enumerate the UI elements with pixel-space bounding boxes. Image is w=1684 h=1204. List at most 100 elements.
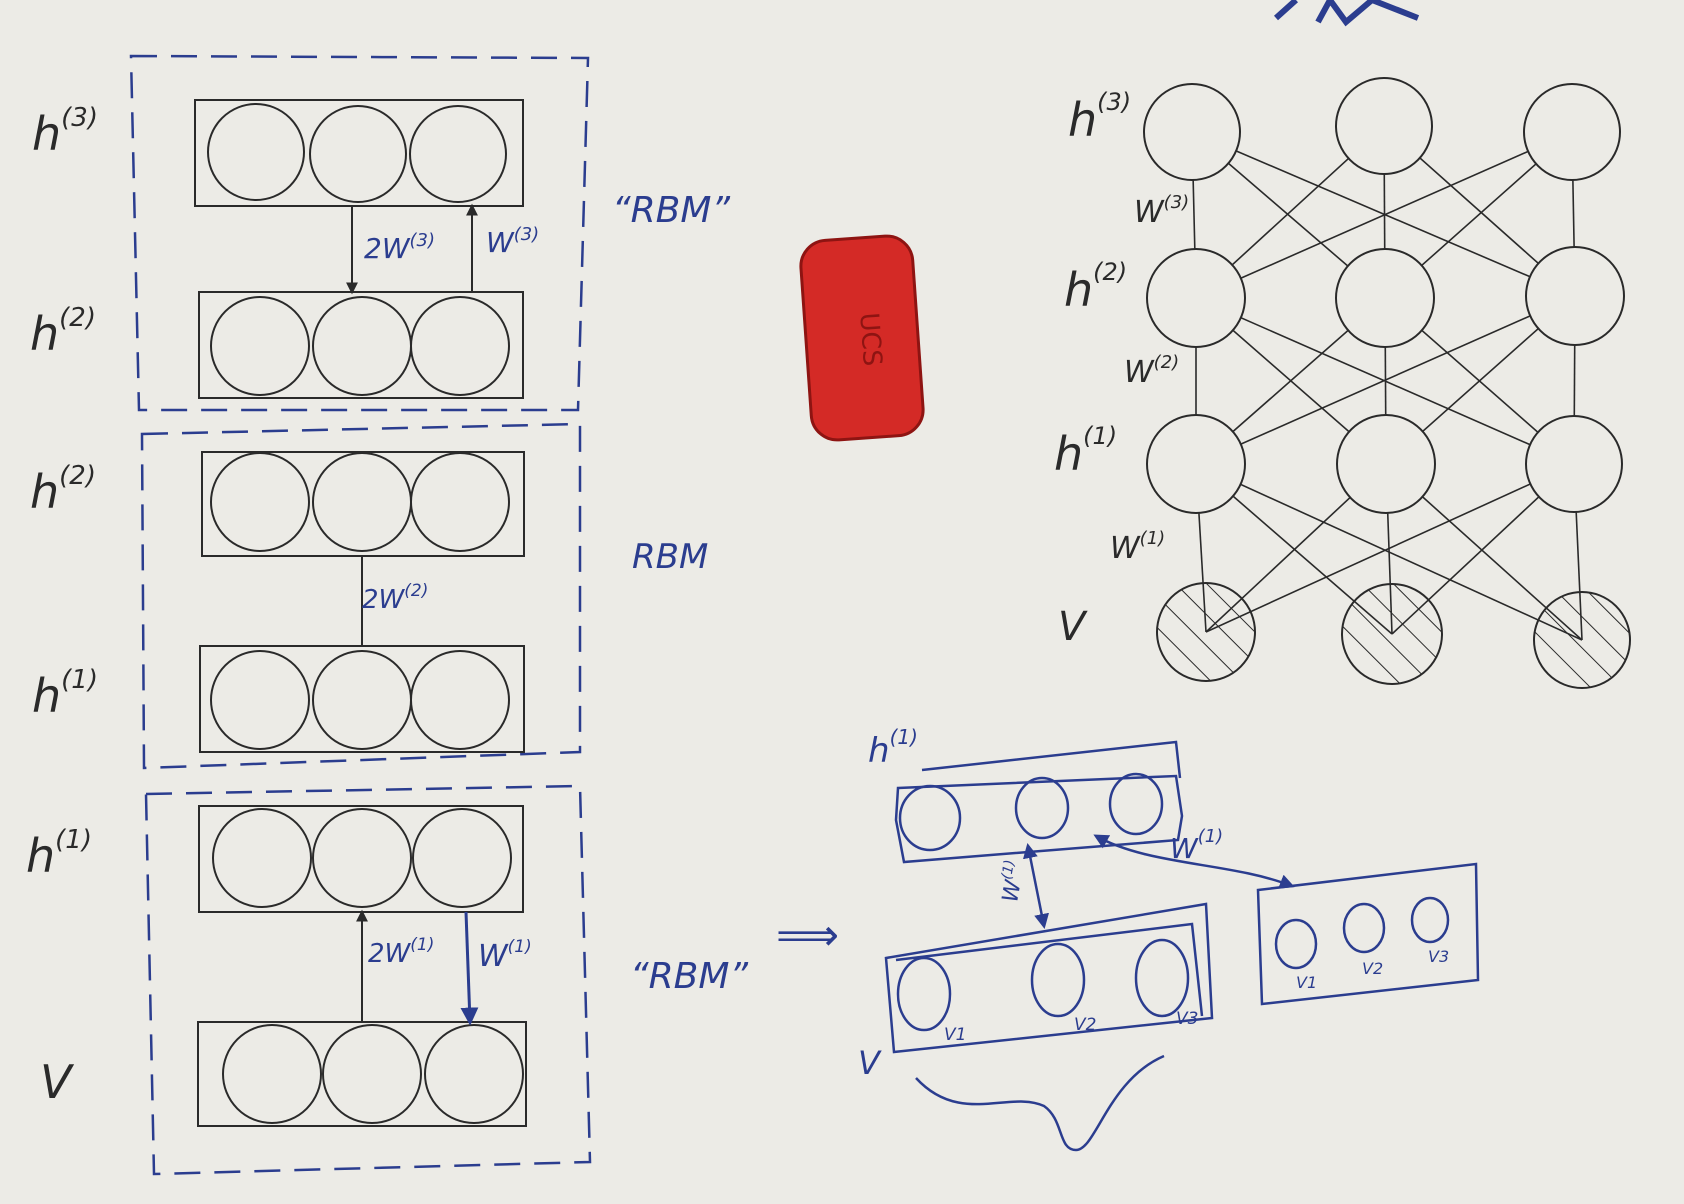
deep-h1-node-3 xyxy=(1525,415,1623,513)
sketch-vcopy-node-1 xyxy=(1274,918,1318,970)
v-bot-unit-1 xyxy=(222,1024,322,1124)
rbm-middle-tag: RBM xyxy=(632,537,708,577)
h2-mid-layer-box xyxy=(201,451,525,557)
sketch-h1-node-3 xyxy=(1108,772,1164,836)
deep-v-node-2 xyxy=(1341,583,1443,685)
h2-mid-unit-2 xyxy=(312,452,412,552)
sketch-h1-back-edge xyxy=(921,740,1182,779)
weight-2w3-label: 2W(3) xyxy=(364,230,435,265)
h2-mid-unit-3 xyxy=(410,452,510,552)
eraser-label: UCS xyxy=(853,312,887,368)
h2-top-unit-2 xyxy=(312,296,412,396)
sketch-v-back-edge xyxy=(895,922,1204,1017)
deep-h2-node-2 xyxy=(1335,248,1435,348)
sketch-vcopy-label-1: V1 xyxy=(1296,973,1317,992)
rbm-bottom-tag: “RBM” xyxy=(630,956,748,997)
deep-h3-node-3 xyxy=(1523,83,1621,181)
deep-label-v: V xyxy=(1058,604,1088,650)
deep-label-h2: h(2) xyxy=(1064,258,1127,317)
deep-h2-node-3 xyxy=(1525,246,1625,346)
sketch-vcopy-label-3: V3 xyxy=(1428,947,1449,966)
rbm-middle-group: 2W(2) RBM h(2) h(1) xyxy=(30,422,708,770)
sketch-vcopy-node-3 xyxy=(1410,896,1450,944)
rbm-bottom-dashed-box xyxy=(144,784,592,1176)
weight-2w2-label: 2W(2) xyxy=(362,581,428,615)
deep-h1-node-1 xyxy=(1146,414,1246,514)
h3-unit-3 xyxy=(409,105,507,203)
sketch-v-node-2 xyxy=(1030,942,1086,1018)
arrow-down-w1 xyxy=(460,911,479,1026)
deep-v-node-3 xyxy=(1533,591,1631,689)
deep-network-diagram: h(3) h(2) h(1) V W(3) W(2) W(1) xyxy=(1054,77,1631,689)
deep-v-node-1 xyxy=(1156,582,1256,682)
h1-bot-unit-2 xyxy=(312,808,412,908)
h3-unit-2 xyxy=(309,105,407,203)
left-rbm-stack: 2W(3) W(3) “RBM” h(3) h(2) 2W(2) RBM h(2… xyxy=(26,54,748,1176)
row-label-v-bot: V xyxy=(40,1055,75,1109)
sketch-h1-node-1 xyxy=(898,784,962,852)
deep-h2-node-1 xyxy=(1146,248,1246,348)
sketch-brace xyxy=(915,1054,1165,1152)
sketch-label-v: V xyxy=(858,1044,882,1082)
deep-net-connections xyxy=(1191,125,1583,641)
sketch-v-node-3 xyxy=(1134,938,1190,1018)
row-label-h3: h(3) xyxy=(32,103,98,161)
deep-net-nodes xyxy=(1143,77,1631,689)
h1-bot-unit-3 xyxy=(412,808,512,908)
row-label-h1-mid: h(1) xyxy=(32,665,98,723)
cropped-top-scribble xyxy=(1273,0,1420,27)
h1-bot-unit-1 xyxy=(212,808,312,908)
sketch-v-node-1 xyxy=(896,956,952,1032)
rbm-top-group: 2W(3) W(3) “RBM” h(3) h(2) xyxy=(30,54,730,412)
eraser-photo-object: UCS xyxy=(799,234,925,442)
sketch-vcopy-box xyxy=(1256,862,1480,1006)
deep-label-h1: h(1) xyxy=(1054,422,1117,481)
h1-mid-unit-2 xyxy=(312,650,412,750)
sketch-v-node-label-1: V1 xyxy=(944,1025,966,1045)
row-label-h2-top: h(2) xyxy=(30,303,96,361)
rbm-top-dashed-box xyxy=(129,54,590,412)
deep-weight-w1: W(1) xyxy=(1110,528,1165,566)
sketch-label-h1: h(1) xyxy=(868,725,918,771)
v-bot-layer-box xyxy=(197,1021,527,1127)
unrolled-sketch-labels: V W(1) W(1) V1 V2 V3 V1 V2 V3 xyxy=(858,826,1449,1082)
deep-weight-w2: W(2) xyxy=(1124,352,1179,390)
row-label-h2-mid: h(2) xyxy=(30,461,96,519)
deep-label-h3: h(3) xyxy=(1068,88,1131,147)
deep-h3-node-1 xyxy=(1143,83,1241,181)
deep-h3-node-2 xyxy=(1335,77,1433,175)
sketch-vcopy-node-2 xyxy=(1342,902,1386,954)
sketch-arrow-left xyxy=(1022,843,1050,929)
row-label-h1-bot: h(1) xyxy=(26,825,92,883)
deep-weight-w3: W(3) xyxy=(1134,192,1189,230)
sketch-vcopy-label-2: V2 xyxy=(1362,959,1383,978)
deep-h1-node-2 xyxy=(1336,414,1436,514)
weight-2w1-label: 2W(1) xyxy=(368,935,434,969)
unrolled-sketch: h(1) xyxy=(868,725,1480,1152)
sketch-v-node-label-2: V2 xyxy=(1074,1015,1096,1035)
h2-top-layer-box xyxy=(198,291,524,399)
weight-w3-label: W(3) xyxy=(486,224,539,259)
h3-layer-box xyxy=(194,99,524,207)
sketch-weight-right: W(1) xyxy=(1170,826,1223,865)
h1-mid-unit-3 xyxy=(410,650,510,750)
implies-arrow-icon: ⟹ xyxy=(776,910,839,961)
h1-mid-layer-box xyxy=(199,645,525,753)
rbm-bottom-group: 2W(1) W(1) “RBM” h(1) V xyxy=(26,784,748,1176)
sketch-h1-node-2 xyxy=(1014,776,1070,840)
h1-mid-unit-1 xyxy=(210,650,310,750)
h3-unit-1 xyxy=(207,103,305,201)
rbm-top-tag: “RBM” xyxy=(612,190,730,231)
sketch-weight-left: W(1) xyxy=(995,859,1030,905)
sketch-v-node-label-3: V3 xyxy=(1176,1009,1198,1029)
rbm-middle-dashed-box xyxy=(140,422,582,770)
h2-top-unit-3 xyxy=(410,296,510,396)
v-bot-unit-2 xyxy=(322,1024,422,1124)
weight-w1-label: W(1) xyxy=(478,937,532,974)
sketch-v-box xyxy=(884,902,1214,1054)
h1-bot-layer-box xyxy=(198,805,524,913)
sketch-arrow-right xyxy=(1093,834,1295,889)
v-bot-unit-3 xyxy=(424,1024,524,1124)
h2-top-unit-1 xyxy=(210,296,310,396)
